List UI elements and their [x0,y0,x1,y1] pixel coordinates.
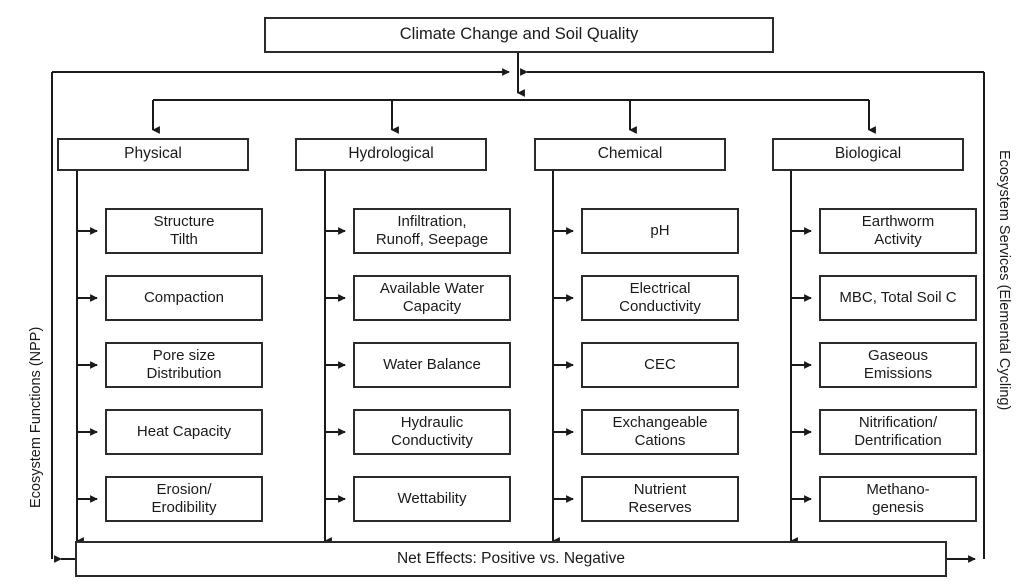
leaf-box: pH [581,208,739,254]
leaf-box: Gaseous Emissions [819,342,977,388]
leaf-box: Pore size Distribution [105,342,263,388]
left-axis-label: Ecosystem Functions (NPP) [28,326,44,508]
leaf-box: Methano- genesis [819,476,977,522]
leaf-box: Nutrient Reserves [581,476,739,522]
leaf-box: Exchangeable Cations [581,409,739,455]
title-box: Climate Change and Soil Quality [264,17,774,53]
leaf-box: Structure Tilth [105,208,263,254]
leaf-box: Wettability [353,476,511,522]
right-axis-label: Ecosystem Services (Elemental Cycling) [996,150,1012,411]
leaf-box: Available Water Capacity [353,275,511,321]
net-effects-box: Net Effects: Positive vs. Negative [75,541,947,577]
leaf-box: Hydraulic Conductivity [353,409,511,455]
category-header-physical: Physical [57,138,249,171]
leaf-box: Water Balance [353,342,511,388]
leaf-box: CEC [581,342,739,388]
leaf-box: Infiltration, Runoff, Seepage [353,208,511,254]
leaf-box: Nitrification/ Dentrification [819,409,977,455]
category-header-biological: Biological [772,138,964,171]
leaf-box: Electrical Conductivity [581,275,739,321]
category-header-hydrological: Hydrological [295,138,487,171]
category-header-chemical: Chemical [534,138,726,171]
leaf-box: Heat Capacity [105,409,263,455]
leaf-box: Earthworm Activity [819,208,977,254]
leaf-box: Erosion/ Erodibility [105,476,263,522]
leaf-box: Compaction [105,275,263,321]
leaf-box: MBC, Total Soil C [819,275,977,321]
